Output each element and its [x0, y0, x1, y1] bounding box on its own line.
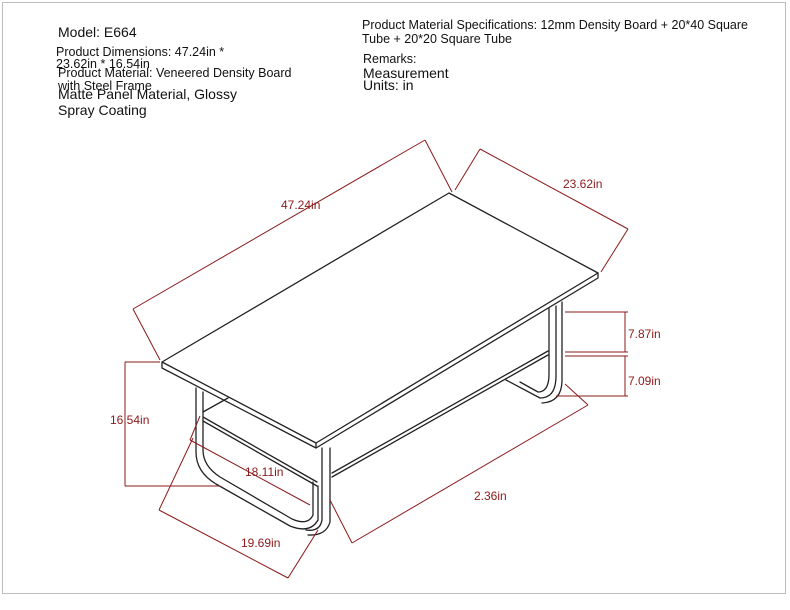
tabletop-front-edge — [161, 361, 317, 449]
model-label: Model: E664 — [58, 24, 137, 40]
inner-width-dimension — [189, 439, 311, 506]
base-length-dimension — [351, 404, 589, 544]
left-leg — [305, 447, 323, 531]
right-leg — [541, 301, 563, 404]
dimensions-line-2: 23.62in * 16.54in — [56, 57, 150, 71]
left-leg — [202, 391, 314, 523]
height-label: 16.54in — [110, 413, 149, 427]
shelf-to-floor-label: 7.09in — [628, 374, 661, 388]
measurement-label: Measurement — [363, 65, 449, 81]
base-length-label: 2.36in — [474, 489, 507, 503]
inner-width-label: 18.11in — [245, 465, 283, 479]
dimension-lines — [124, 139, 629, 579]
spec-line-2: Tube + 20*20 Square Tube — [362, 32, 512, 46]
width-label: 23.62in — [563, 177, 602, 191]
width-dimension — [479, 148, 629, 230]
dimensions-line-1: Product Dimensions: 47.24in * — [56, 45, 225, 59]
right-leg — [505, 305, 557, 399]
sheet-border — [2, 2, 786, 594]
left-leg — [307, 447, 331, 536]
material-line-2: with Steel Frame — [58, 79, 152, 93]
shelf-panel — [202, 420, 318, 487]
shelf-panel — [202, 416, 318, 483]
shelf-panel — [202, 397, 229, 413]
units-label: Units: in — [363, 77, 414, 93]
panel-line-1: Matte Panel Material, Glossy — [58, 86, 237, 102]
base-width-dimension — [158, 509, 289, 579]
base-width-label: 19.69in — [241, 536, 280, 550]
spec-line-1: Product Material Specifications: 12mm De… — [362, 18, 748, 32]
length-dimension — [132, 139, 426, 310]
right-leg — [519, 307, 550, 393]
remarks-label: Remarks: — [363, 52, 417, 66]
panel-line-2: Spray Coating — [58, 102, 147, 118]
top-to-shelf-label: 7.87in — [628, 327, 661, 341]
tabletop-right-edge — [315, 272, 599, 449]
length-label: 47.24in — [281, 198, 320, 212]
shelf-panel — [331, 354, 549, 478]
shelf-panel — [331, 350, 549, 474]
material-line-1: Product Material: Veneered Density Board — [58, 66, 292, 80]
left-leg — [195, 387, 319, 530]
coffee-table-outline — [161, 192, 599, 536]
